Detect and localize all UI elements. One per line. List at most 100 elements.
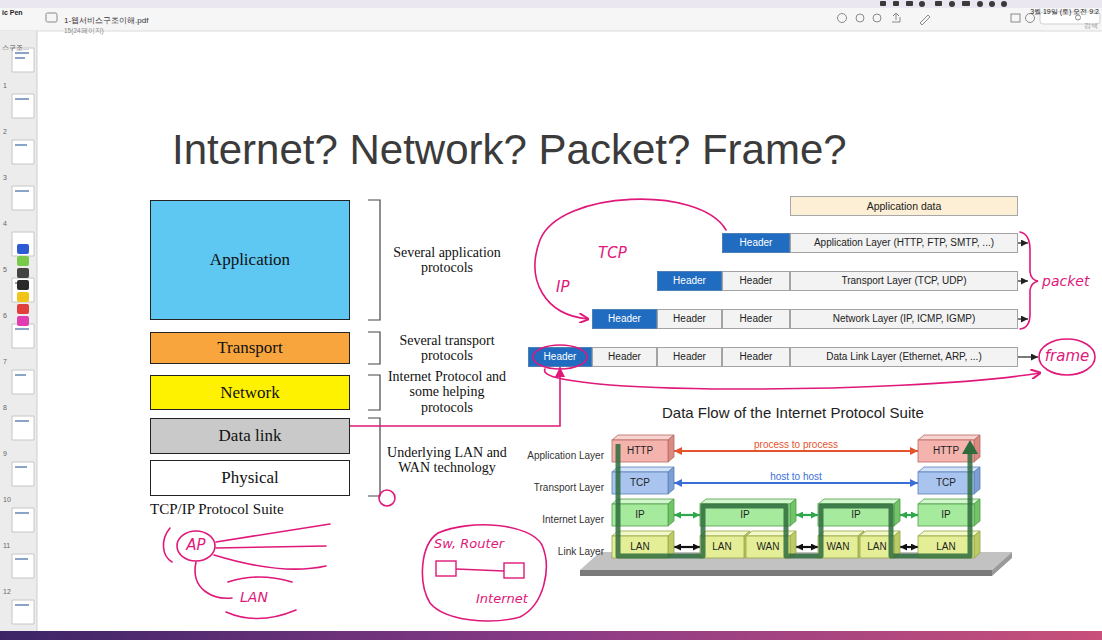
block-label: TCP: [936, 477, 956, 489]
layer-cell: Data Link Layer (Ethernet, ARP, ...): [790, 347, 1018, 367]
page-number: 3: [3, 174, 7, 181]
handwritten-note: TCP: [598, 244, 627, 262]
layer-label: Network Layer (IP, ICMP, IGMP): [833, 313, 975, 325]
label-holder: Transport Layer: [520, 477, 604, 495]
layer-block: IP: [700, 504, 790, 526]
header-cell: Header: [722, 309, 790, 329]
layer-block: LAN: [700, 536, 744, 558]
layer-label: Link Layer: [558, 546, 604, 557]
block-label: IP: [941, 509, 950, 521]
layer-block: WAN: [746, 536, 790, 558]
ink-stroke: [216, 546, 326, 548]
pen-palette: [17, 244, 29, 326]
handwritten-note: frame: [1045, 348, 1089, 365]
handwritten-note: Sw, Router: [434, 537, 504, 552]
page-count: 15(24페이지): [64, 27, 104, 34]
search-icon: [1076, 15, 1081, 20]
layer-label: Data Link Layer (Ethernet, ARP, ...): [826, 351, 981, 363]
handwritten-circle: frame: [1038, 338, 1096, 376]
block-label: WAN: [827, 541, 850, 553]
menu-icon: [977, 1, 983, 7]
page-number: 4: [3, 220, 7, 227]
menu-bar: [0, 0, 1102, 8]
header-label: Header: [544, 351, 577, 363]
header-cell: Header: [657, 347, 722, 367]
menu-icon: [989, 1, 995, 7]
ink-stroke: [195, 562, 232, 598]
bracket-note: Several application protocols: [386, 245, 508, 276]
block-front: [818, 536, 858, 558]
block-label: LAN: [867, 541, 886, 553]
protocol-layer-box: Network: [150, 375, 350, 410]
zoom-in-icon: [873, 14, 881, 22]
link-sketch: [456, 569, 504, 571]
layer-block: LAN: [918, 536, 974, 558]
protocol-layer-box: Data link: [150, 418, 350, 454]
row-arrow: [1018, 318, 1028, 319]
label-holder: Underlying LAN and WAN technology: [386, 445, 508, 476]
clock: 3월 19일 (토) 오전 9:2: [1030, 8, 1099, 15]
block-label: LAN: [936, 541, 955, 553]
label-holder: Application Layer: [520, 445, 604, 463]
share-icon: [892, 13, 900, 22]
header-cell: Header: [657, 309, 722, 329]
pen-tool-icon: [17, 292, 29, 302]
layer-name: Network: [220, 383, 279, 403]
layer-block: IP: [918, 504, 974, 526]
block-front: [746, 536, 790, 558]
platform-side: [992, 552, 1012, 576]
diagram-title: Data Flow of the Internet Protocol Suite: [662, 404, 924, 421]
label-holder: IP: [556, 278, 569, 296]
block-front: [612, 440, 668, 462]
label-holder: 5: [3, 258, 7, 276]
layer-name: Data link: [219, 426, 282, 446]
handwriting: [163, 199, 1040, 618]
block-front: [818, 504, 894, 526]
viewer-toolbar: [0, 8, 1102, 31]
application-data-box: Application data: [790, 196, 1018, 216]
label-holder: 1: [3, 74, 7, 92]
file-name: 1-웹서비스구조이해.pdf: [64, 16, 148, 25]
block-front: [612, 472, 668, 494]
block-side: [790, 499, 796, 526]
block-label: WAN: [757, 541, 780, 553]
header-label: Header: [673, 313, 706, 325]
window-icon: [1011, 14, 1020, 22]
page-number: 7: [3, 358, 7, 365]
block-top: [746, 531, 796, 536]
menu-icon: [962, 1, 970, 6]
block-top: [612, 435, 674, 440]
ink-stroke: [228, 577, 292, 582]
layer-block: TCP: [612, 472, 668, 494]
row-arrow: [1018, 280, 1028, 281]
label-holder: 검색: [1084, 14, 1098, 32]
block-front: [612, 504, 668, 526]
sidebar-title: 스구조...: [2, 44, 29, 51]
edge-label-holder: host to host: [768, 466, 824, 484]
block-label: HTTP: [933, 445, 959, 457]
block-front: [918, 504, 974, 526]
layer-cell: Network Layer (IP, ICMP, IGMP): [790, 309, 1018, 329]
menu-icon: [893, 1, 899, 6]
block-side: [668, 435, 674, 462]
link-arrow: [796, 546, 818, 548]
link-arrow: [900, 546, 918, 548]
block-top: [860, 531, 900, 536]
toolbar-border: [0, 31, 1102, 32]
ink-circle: [379, 490, 395, 506]
layer-block: WAN: [818, 536, 858, 558]
header-label: Header: [740, 351, 773, 363]
block-side: [974, 467, 980, 494]
markup-icon: [920, 15, 930, 25]
label-holder: 8: [3, 396, 7, 414]
label-holder: 11: [3, 534, 10, 552]
page-number: 8: [3, 404, 7, 411]
layer-cell: Transport Layer (TCP, UDP): [790, 271, 1018, 291]
menu-icon: [1001, 1, 1007, 7]
block-top: [612, 531, 674, 536]
process-arrow: [674, 450, 918, 452]
layer-label: Application Layer (HTTP, FTP, SMTP, ...): [814, 237, 994, 249]
zoom-out-icon: [856, 14, 864, 22]
block-top: [818, 531, 864, 536]
